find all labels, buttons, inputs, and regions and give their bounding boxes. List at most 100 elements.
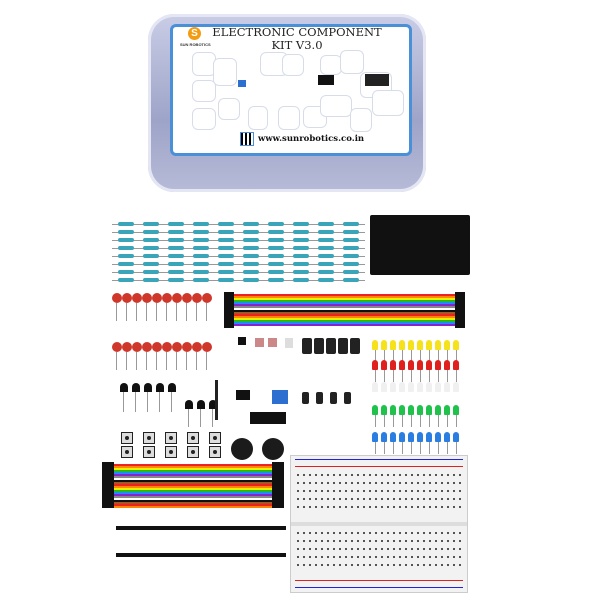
jumper-wire: [112, 494, 278, 496]
breadboard-hole: [339, 548, 341, 550]
breadboard-hole: [429, 506, 431, 508]
transistor-lead: [171, 392, 172, 412]
breadboard-hole: [423, 532, 425, 534]
breadboard-hole: [459, 482, 461, 484]
led: [372, 360, 378, 370]
breadboard-hole: [363, 482, 365, 484]
breadboard-hole: [435, 548, 437, 550]
ldr: [268, 338, 277, 347]
breadboard-hole: [327, 540, 329, 542]
ceramic-capacitor: [122, 342, 132, 352]
led: [372, 382, 378, 392]
breadboard-hole: [321, 564, 323, 566]
breadboard-hole: [429, 556, 431, 558]
breadboard-hole: [381, 474, 383, 476]
led-lead: [420, 350, 421, 362]
resistor: [187, 222, 215, 226]
breadboard-hole: [297, 490, 299, 492]
breadboard-hole: [411, 556, 413, 558]
breadboard-hole: [321, 506, 323, 508]
breadboard-hole: [297, 482, 299, 484]
breadboard-hole: [375, 564, 377, 566]
electrolytic-capacitor: [302, 338, 312, 354]
label-tile: [192, 80, 216, 102]
breadboard-hole: [375, 548, 377, 550]
resistor: [162, 278, 190, 282]
resistor: [162, 246, 190, 250]
jumper-wire: [112, 478, 278, 480]
led: [435, 405, 441, 415]
led-lead: [384, 415, 385, 427]
breadboard-hole: [411, 540, 413, 542]
jumper-wire: [112, 464, 278, 466]
led-lead: [402, 370, 403, 382]
led-lead: [429, 370, 430, 382]
breadboard-hole: [417, 556, 419, 558]
breadboard-hole: [375, 506, 377, 508]
resistor: [137, 254, 165, 258]
breadboard-hole: [453, 506, 455, 508]
resistor: [187, 230, 215, 234]
resistor: [212, 246, 240, 250]
capacitor-lead: [186, 352, 187, 370]
led: [399, 360, 405, 370]
breadboard-hole: [411, 474, 413, 476]
breadboard-hole: [327, 474, 329, 476]
transistor: [168, 383, 176, 392]
breadboard-hole: [351, 474, 353, 476]
push-button: [187, 446, 199, 458]
breadboard-hole: [303, 556, 305, 558]
resistor: [212, 254, 240, 258]
led-lead: [420, 415, 421, 427]
breadboard-hole: [351, 532, 353, 534]
breadboard-hole: [321, 474, 323, 476]
breadboard-hole: [333, 548, 335, 550]
breadboard-hole: [333, 482, 335, 484]
breadboard-hole: [339, 556, 341, 558]
breadboard-hole: [429, 564, 431, 566]
breadboard-hole: [315, 556, 317, 558]
breadboard-hole: [327, 490, 329, 492]
breadboard-hole: [303, 490, 305, 492]
breadboard-hole: [423, 506, 425, 508]
led: [444, 382, 450, 392]
led: [417, 340, 423, 350]
breadboard-hole: [423, 474, 425, 476]
breadboard-hole: [375, 482, 377, 484]
breadboard-hole: [315, 490, 317, 492]
breadboard-hole: [309, 556, 311, 558]
resistor: [187, 262, 215, 266]
breadboard-hole: [441, 498, 443, 500]
transistor-lead: [200, 409, 201, 427]
led: [426, 405, 432, 415]
capacitor-lead: [156, 303, 157, 321]
breadboard-hole: [393, 548, 395, 550]
capacitor-lead: [166, 352, 167, 370]
led-lead: [393, 370, 394, 382]
resistor: [287, 238, 315, 242]
led-lead: [438, 415, 439, 427]
resistor: [112, 270, 140, 274]
push-button: [187, 432, 199, 444]
breadboard-hole: [447, 506, 449, 508]
breadboard-hole: [459, 556, 461, 558]
resistor: [312, 246, 340, 250]
led-lead: [447, 442, 448, 454]
led: [453, 360, 459, 370]
led: [435, 360, 441, 370]
jumper-wire: [112, 490, 278, 492]
led-lead: [402, 415, 403, 427]
resistor: [237, 222, 265, 226]
resistor: [112, 238, 140, 242]
breadboard-hole: [339, 540, 341, 542]
ceramic-capacitor: [172, 342, 182, 352]
pin-header: [116, 553, 286, 557]
jumper-wire: [112, 474, 278, 476]
transistor: [209, 400, 217, 409]
led: [444, 340, 450, 350]
breadboard-hole: [321, 482, 323, 484]
led-lead: [438, 370, 439, 382]
capacitor-lead: [126, 352, 127, 370]
breadboard-hole: [339, 564, 341, 566]
led: [408, 405, 414, 415]
